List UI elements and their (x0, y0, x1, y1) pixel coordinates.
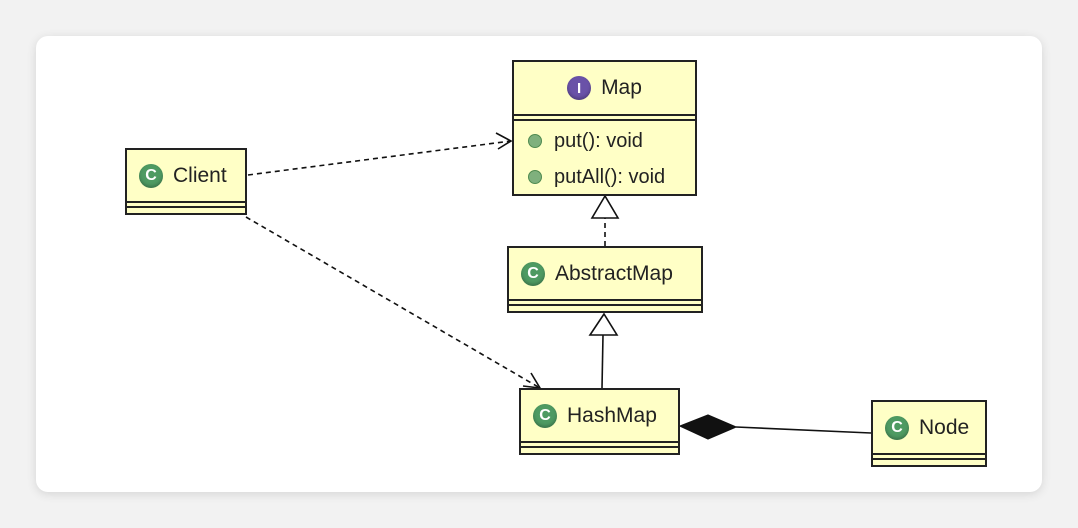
edge-client-map (247, 140, 512, 176)
class-node[interactable]: C Node (871, 400, 987, 467)
class-map-name: Map (601, 76, 642, 99)
class-hashmap-header: C HashMap (521, 390, 678, 441)
class-hashmap-divider-2 (521, 446, 678, 448)
class-client-divider (127, 201, 245, 206)
class-map[interactable]: I Map put(): void putAll(): void (512, 60, 697, 196)
interface-icon: I (567, 76, 592, 100)
class-abstractmap-divider-2 (509, 304, 701, 306)
class-icon: C (533, 403, 557, 428)
edge-client-hashmap (245, 216, 541, 389)
class-node-divider (873, 453, 985, 458)
class-client-header: C Client (127, 150, 245, 201)
edge-hashmap-node-diamond (678, 414, 738, 440)
class-client-divider-2 (127, 206, 245, 208)
class-abstractmap-header: C AbstractMap (509, 248, 701, 299)
class-hashmap-divider (521, 441, 678, 446)
class-abstractmap-name: AbstractMap (555, 261, 673, 285)
class-map-method-label: putAll(): void (554, 165, 666, 188)
class-map-method: put(): void (514, 123, 695, 159)
class-map-method: putAll(): void (514, 159, 695, 195)
edge-hashmap-abstractmap-arrowhead (588, 312, 619, 336)
edge-abstractmap-map-arrowhead (590, 194, 620, 219)
class-abstractmap-divider (509, 299, 701, 304)
edge-hashmap-abstractmap (601, 334, 604, 389)
class-map-divider-2 (514, 119, 695, 121)
edge-hashmap-node (735, 426, 872, 434)
class-hashmap-name: HashMap (567, 403, 657, 427)
public-method-icon (528, 134, 542, 148)
class-map-divider (514, 114, 695, 119)
class-icon: C (139, 163, 163, 188)
public-method-icon (528, 170, 542, 184)
class-hashmap[interactable]: C HashMap (519, 388, 680, 455)
class-map-method-label: put(): void (554, 129, 643, 152)
class-node-header: C Node (873, 402, 985, 453)
class-abstractmap[interactable]: C AbstractMap (507, 246, 703, 313)
class-icon: C (521, 261, 545, 286)
class-map-header: I Map (514, 62, 695, 114)
edge-client-map-arrowhead (495, 132, 513, 150)
class-icon: C (885, 415, 909, 440)
class-node-divider-2 (873, 458, 985, 460)
class-client[interactable]: C Client (125, 148, 247, 215)
class-node-name: Node (919, 415, 970, 439)
class-client-name: Client (173, 163, 227, 187)
